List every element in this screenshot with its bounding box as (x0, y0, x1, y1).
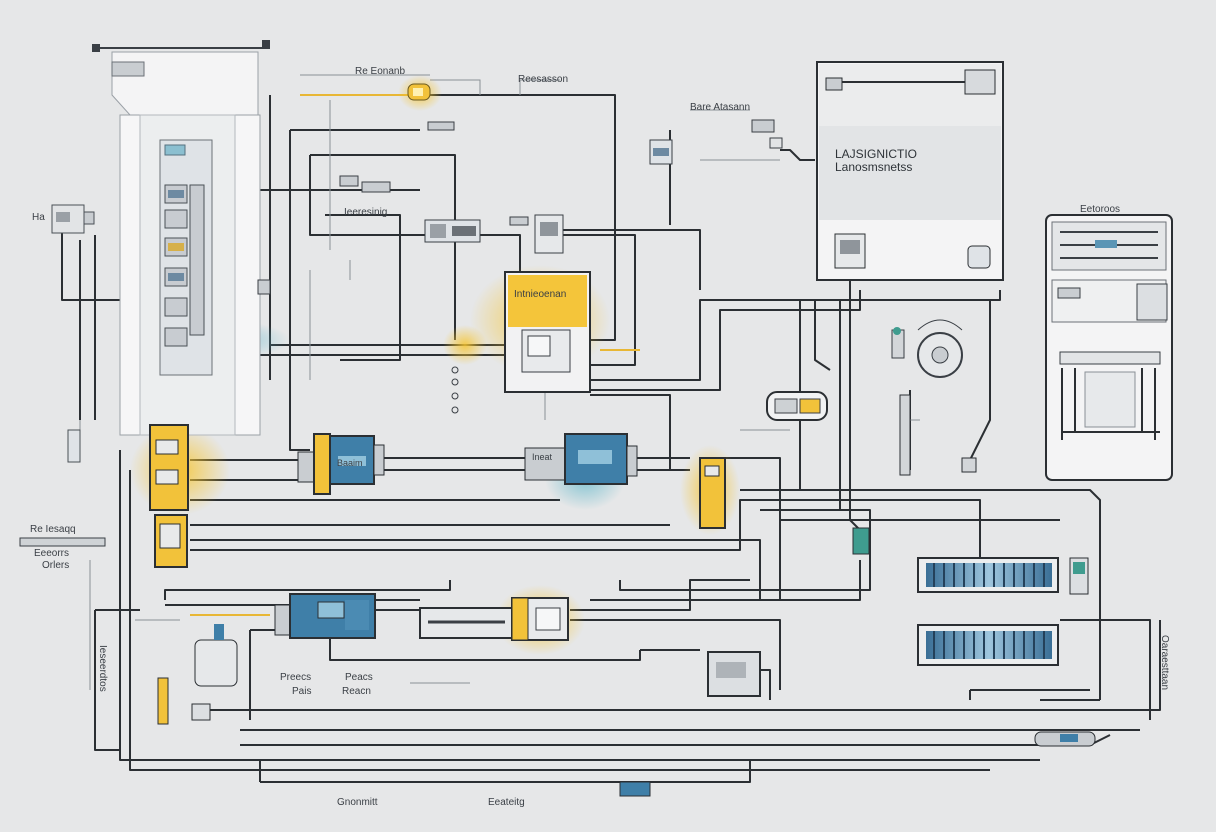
label-left-note-3: Orlers (42, 560, 69, 571)
bulb-icon (407, 83, 431, 101)
label-top-center: Reesasson (518, 74, 568, 85)
top-relay (424, 219, 481, 243)
label-bottom-mid-2: Pais (292, 686, 311, 697)
label-panel-left: Ha (32, 212, 45, 223)
bottom-left-device (191, 624, 238, 721)
label-inner-box-2: Ineat (532, 452, 553, 462)
motor-unit (274, 593, 376, 639)
pump-icon (891, 319, 963, 378)
blue-device-left (297, 433, 385, 495)
label-left-vertical: Ieseerdtos (97, 645, 108, 692)
top-contactor (534, 214, 564, 254)
yellow-module-right (699, 457, 726, 529)
yellow-fuse (157, 677, 169, 725)
label-bottom-right: Eeateitg (488, 797, 525, 808)
indicator-dots (451, 366, 459, 414)
central-control-box (504, 271, 591, 393)
heater-grid-icon (917, 557, 1059, 666)
yellow-module-upper (149, 424, 189, 511)
label-side-cabinet: Eetoroos (1080, 204, 1120, 215)
label-top-right: Bare Atasann (690, 102, 750, 113)
left-switch (51, 204, 95, 463)
control-cabinet (816, 61, 1004, 281)
label-bottom-mid-4: Reacn (342, 686, 371, 697)
side-cabinet (1045, 214, 1173, 481)
label-cabinet-line2: Lanosmsnetss (835, 160, 912, 174)
label-inner-box-1: Baaim (337, 458, 363, 468)
junction-box (707, 651, 761, 697)
label-left-note-2: Eeeorrs (34, 548, 69, 559)
main-distribution-panel (92, 40, 270, 436)
diagram-labels: Re Eonanb Reesasson Bare Atasann Ha Ieer… (30, 66, 1170, 808)
right-switch (852, 394, 1089, 595)
label-left-note-1: Re Iesaqq (30, 524, 76, 535)
wire-network (61, 94, 1161, 783)
blue-device-right (524, 433, 638, 485)
terminal-strip (419, 597, 569, 641)
bottom-connectors (19, 537, 1096, 797)
label-mid-center: Ieeresinig (344, 207, 387, 218)
label-right-vertical: Oaraesttaan (1159, 635, 1170, 690)
label-bottom-mid-1: Preecs (280, 672, 311, 683)
label-bottom-left: Gnonmitt (337, 797, 378, 808)
label-cabinet-line1: LAJSIGNICTIO (835, 147, 917, 161)
yellow-module-lower (154, 514, 188, 568)
small-fittings (257, 121, 529, 295)
label-top-left: Re Eonanb (355, 66, 405, 77)
label-bottom-mid-3: Peacs (345, 672, 373, 683)
highlighted-wires (190, 94, 640, 616)
label-central-box: Intnieoenan (514, 289, 566, 300)
gauge-icon (766, 391, 828, 421)
sensor-block (649, 119, 783, 165)
